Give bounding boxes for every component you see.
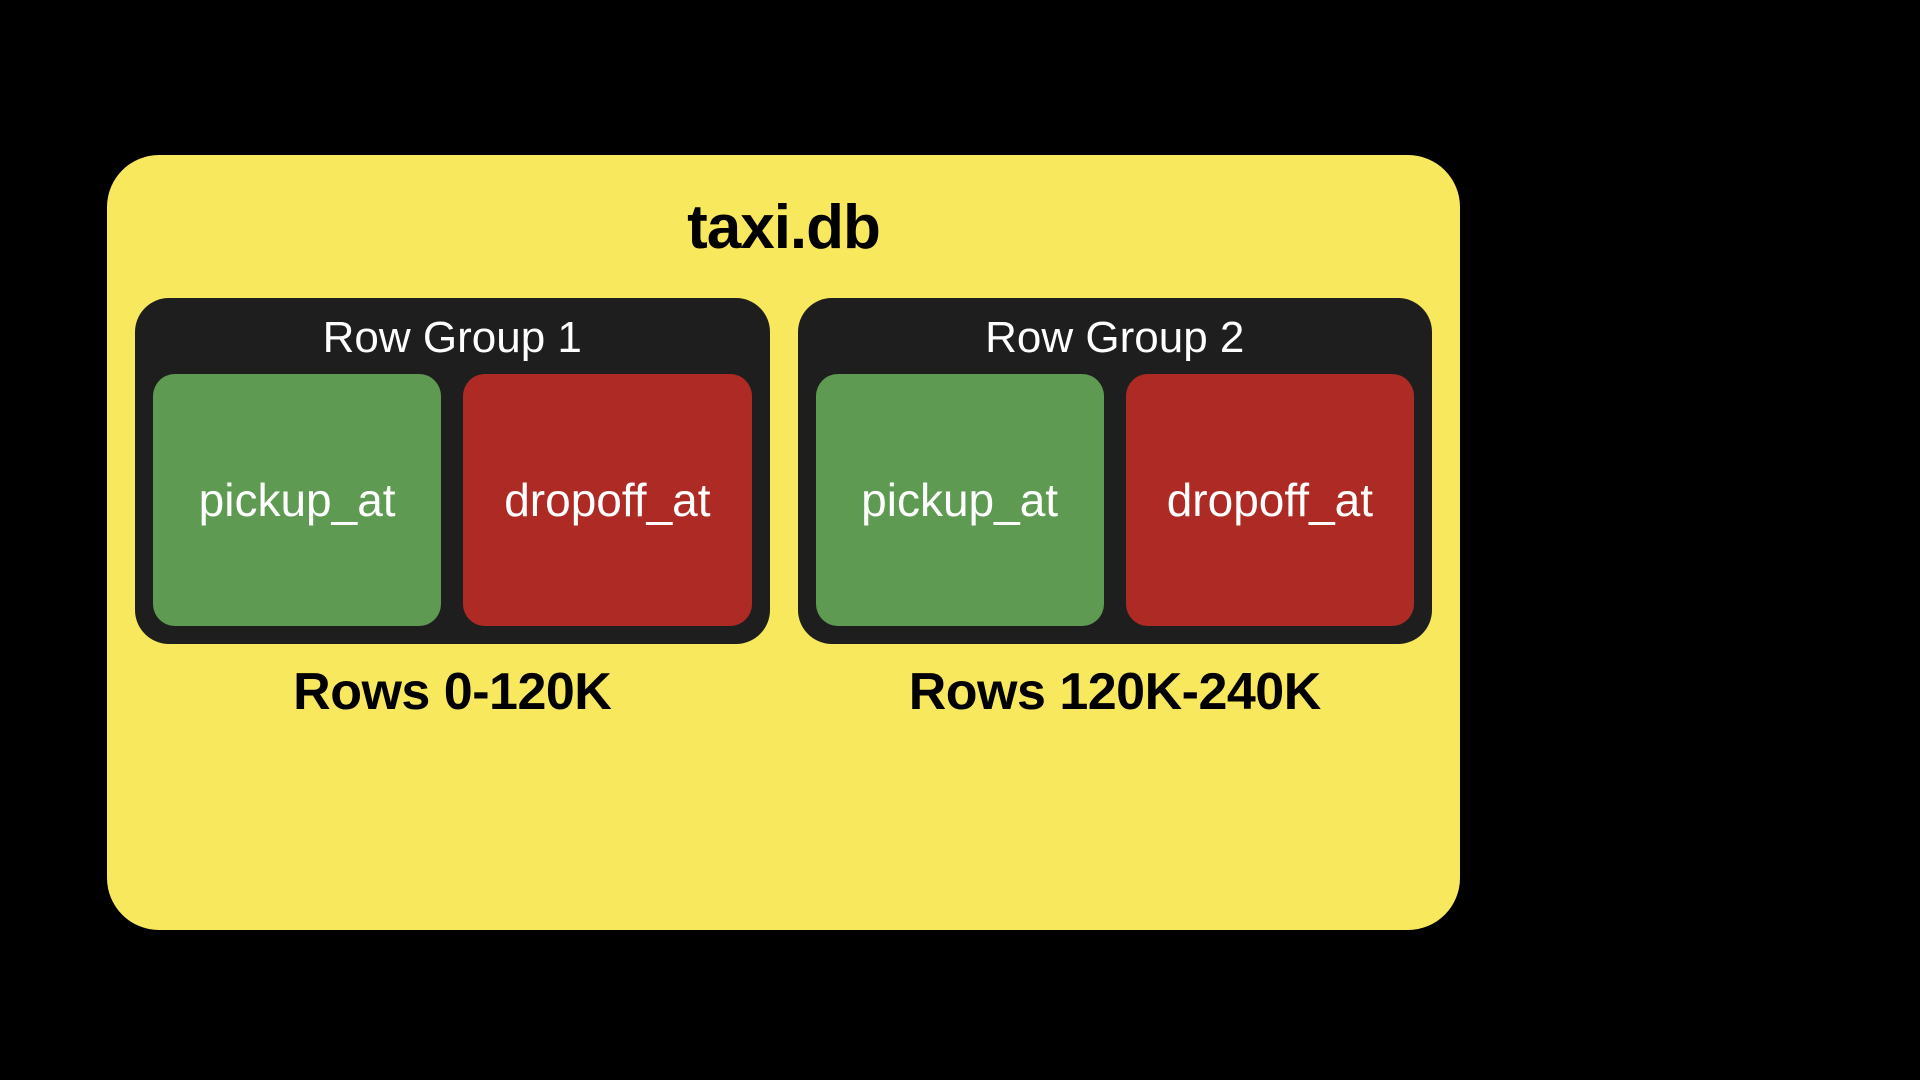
row-group-1-title: Row Group 1 bbox=[322, 313, 582, 362]
row-group-2: Row Group 2 pickup_at dropoff_at Rows 12… bbox=[797, 298, 1432, 721]
column-chunk-dropoff-at-rg2: dropoff_at bbox=[1125, 373, 1414, 626]
column-chunk-dropoff-at-rg1: dropoff_at bbox=[463, 373, 752, 626]
row-group-1: Row Group 1 pickup_at dropoff_at Rows 0-… bbox=[135, 298, 770, 718]
column-chunk-pickup-at-rg2: pickup_at bbox=[815, 373, 1104, 626]
column-label-dropoff-at-rg2: dropoff_at bbox=[1166, 473, 1374, 526]
row-group-1-range-label: Rows 0-120K bbox=[293, 662, 612, 721]
column-label-dropoff-at-rg1: dropoff_at bbox=[504, 473, 711, 526]
row-groups-container: Row Group 1 pickup_at dropoff_at Rows 0-… bbox=[135, 298, 1432, 718]
column-label-pickup-at-rg1: pickup_at bbox=[198, 473, 396, 526]
row-group-1-columns: pickup_at dropoff_at bbox=[153, 373, 752, 626]
column-chunk-pickup-at-rg1: pickup_at bbox=[153, 373, 442, 626]
row-group-1-box: Row Group 1 pickup_at dropoff_at bbox=[135, 298, 770, 644]
row-group-2-columns: pickup_at dropoff_at bbox=[815, 373, 1414, 626]
row-group-2-title: Row Group 2 bbox=[985, 313, 1245, 362]
database-container: taxi.db Row Group 1 pickup_at dropoff_at bbox=[107, 155, 1460, 930]
column-label-pickup-at-rg2: pickup_at bbox=[861, 473, 1059, 526]
database-title: taxi.db bbox=[687, 193, 881, 262]
row-group-2-range-label: Rows 120K-240K bbox=[908, 662, 1322, 721]
row-group-2-box: Row Group 2 pickup_at dropoff_at bbox=[797, 298, 1432, 644]
